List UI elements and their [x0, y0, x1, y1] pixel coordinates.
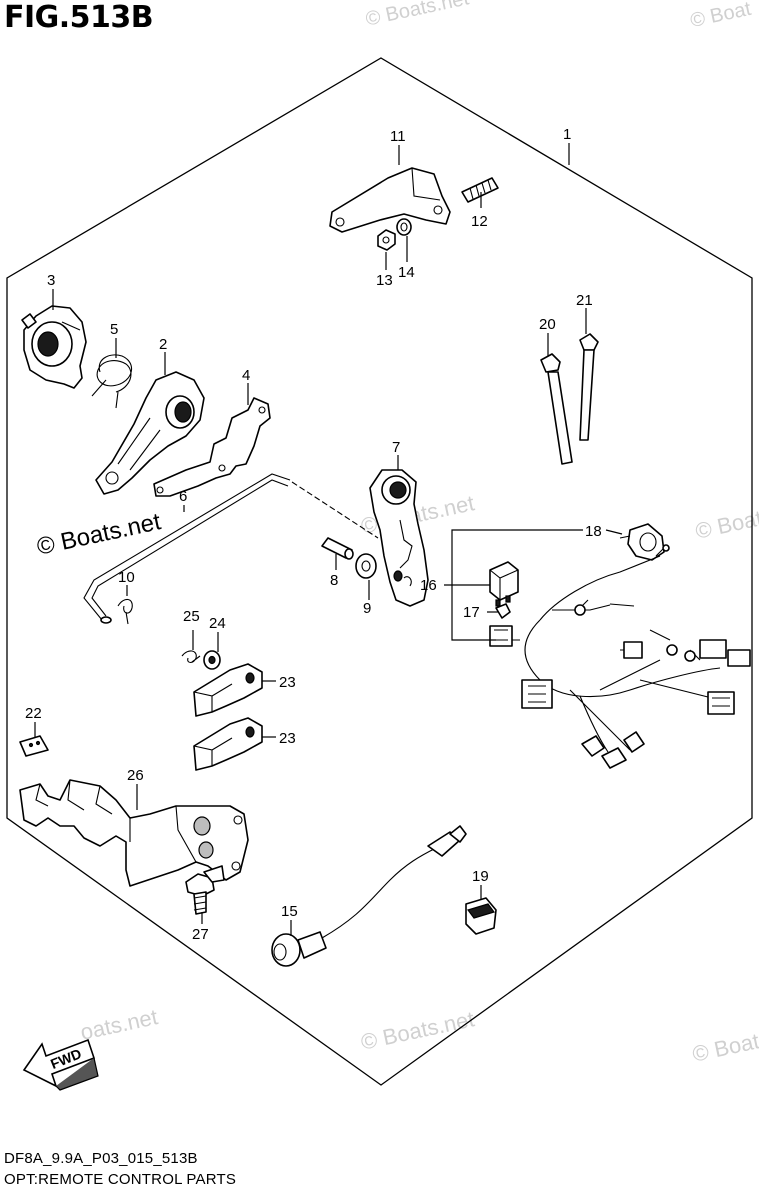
part-4-plate[interactable] — [153, 397, 271, 497]
fwd-arrow-icon: FWD — [22, 1038, 99, 1091]
callout-1[interactable]: 1 — [563, 126, 571, 143]
part-18-connector[interactable] — [619, 523, 670, 561]
callout-13[interactable]: 13 — [376, 272, 393, 289]
callout-14[interactable]: 14 — [398, 264, 415, 281]
part-27-bolt[interactable] — [185, 865, 225, 915]
part-23-joint-upper[interactable] — [193, 663, 263, 717]
callout-5[interactable]: 5 — [110, 321, 118, 338]
part-12-stud[interactable] — [461, 177, 499, 203]
part-5-spring[interactable] — [91, 354, 133, 409]
callout-11[interactable]: 11 — [390, 128, 406, 145]
part-13-nut[interactable] — [377, 229, 396, 251]
callout-21[interactable]: 21 — [576, 292, 593, 309]
callout-9[interactable]: 9 — [363, 600, 371, 617]
part-6-rod[interactable] — [83, 473, 379, 624]
part-24-washer[interactable] — [203, 650, 221, 670]
callout-2[interactable]: 2 — [159, 336, 167, 353]
callout-16[interactable]: 16 — [420, 577, 437, 594]
callout-10[interactable]: 10 — [118, 569, 135, 586]
part-25-clip[interactable] — [181, 650, 201, 664]
part-11-bracket[interactable] — [329, 167, 451, 233]
callout-23-upper[interactable]: 23 — [279, 674, 296, 691]
callout-labels: 1 2 3 4 5 6 7 8 9 10 11 12 13 14 15 16 1… — [25, 126, 602, 943]
callout-12[interactable]: 12 — [471, 213, 488, 230]
callout-7[interactable]: 7 — [392, 439, 400, 456]
part-8-pin[interactable] — [321, 537, 354, 560]
callout-18[interactable]: 18 — [585, 523, 602, 540]
part-3-ring[interactable] — [21, 305, 87, 389]
callout-3[interactable]: 3 — [47, 272, 55, 289]
callout-17[interactable]: 17 — [463, 604, 480, 621]
callout-8[interactable]: 8 — [330, 572, 338, 589]
part-9-washer[interactable] — [355, 553, 377, 579]
callout-25[interactable]: 25 — [183, 608, 200, 625]
part-2-lever[interactable] — [95, 371, 205, 495]
callout-23-lower[interactable]: 23 — [279, 730, 296, 747]
part-26-bracket[interactable] — [19, 779, 249, 887]
part-16-relay[interactable] — [489, 561, 519, 607]
wire-harness[interactable] — [489, 555, 751, 769]
part-19-cap[interactable] — [465, 897, 497, 935]
figure-title: FIG.513B — [4, 0, 154, 35]
callout-20[interactable]: 20 — [539, 316, 556, 333]
assembly-outline — [6, 57, 753, 1086]
part-20-cable-tie[interactable] — [540, 353, 573, 465]
callout-6[interactable]: 6 — [179, 488, 187, 505]
part-10-clip[interactable] — [117, 598, 133, 625]
callout-22[interactable]: 22 — [25, 705, 42, 722]
part-17-fuse[interactable] — [495, 603, 511, 619]
part-15-cable[interactable] — [271, 825, 467, 967]
part-7-arm[interactable] — [369, 469, 429, 607]
part-14-washer[interactable] — [396, 218, 412, 236]
part-23-joint-lower[interactable] — [193, 717, 263, 771]
callout-15[interactable]: 15 — [281, 903, 298, 920]
callout-27[interactable]: 27 — [192, 926, 209, 943]
figure-code: DF8A_9.9A_P03_015_513B — [4, 1150, 198, 1167]
part-21-cable-tie[interactable] — [579, 333, 599, 441]
callout-4[interactable]: 4 — [242, 367, 250, 384]
callout-26[interactable]: 26 — [127, 767, 144, 784]
callout-24[interactable]: 24 — [209, 615, 226, 632]
callout-19[interactable]: 19 — [472, 868, 489, 885]
part-22-pad[interactable] — [19, 735, 49, 757]
leader-lines — [34, 143, 623, 936]
figure-description: OPT:REMOTE CONTROL PARTS — [4, 1171, 237, 1188]
